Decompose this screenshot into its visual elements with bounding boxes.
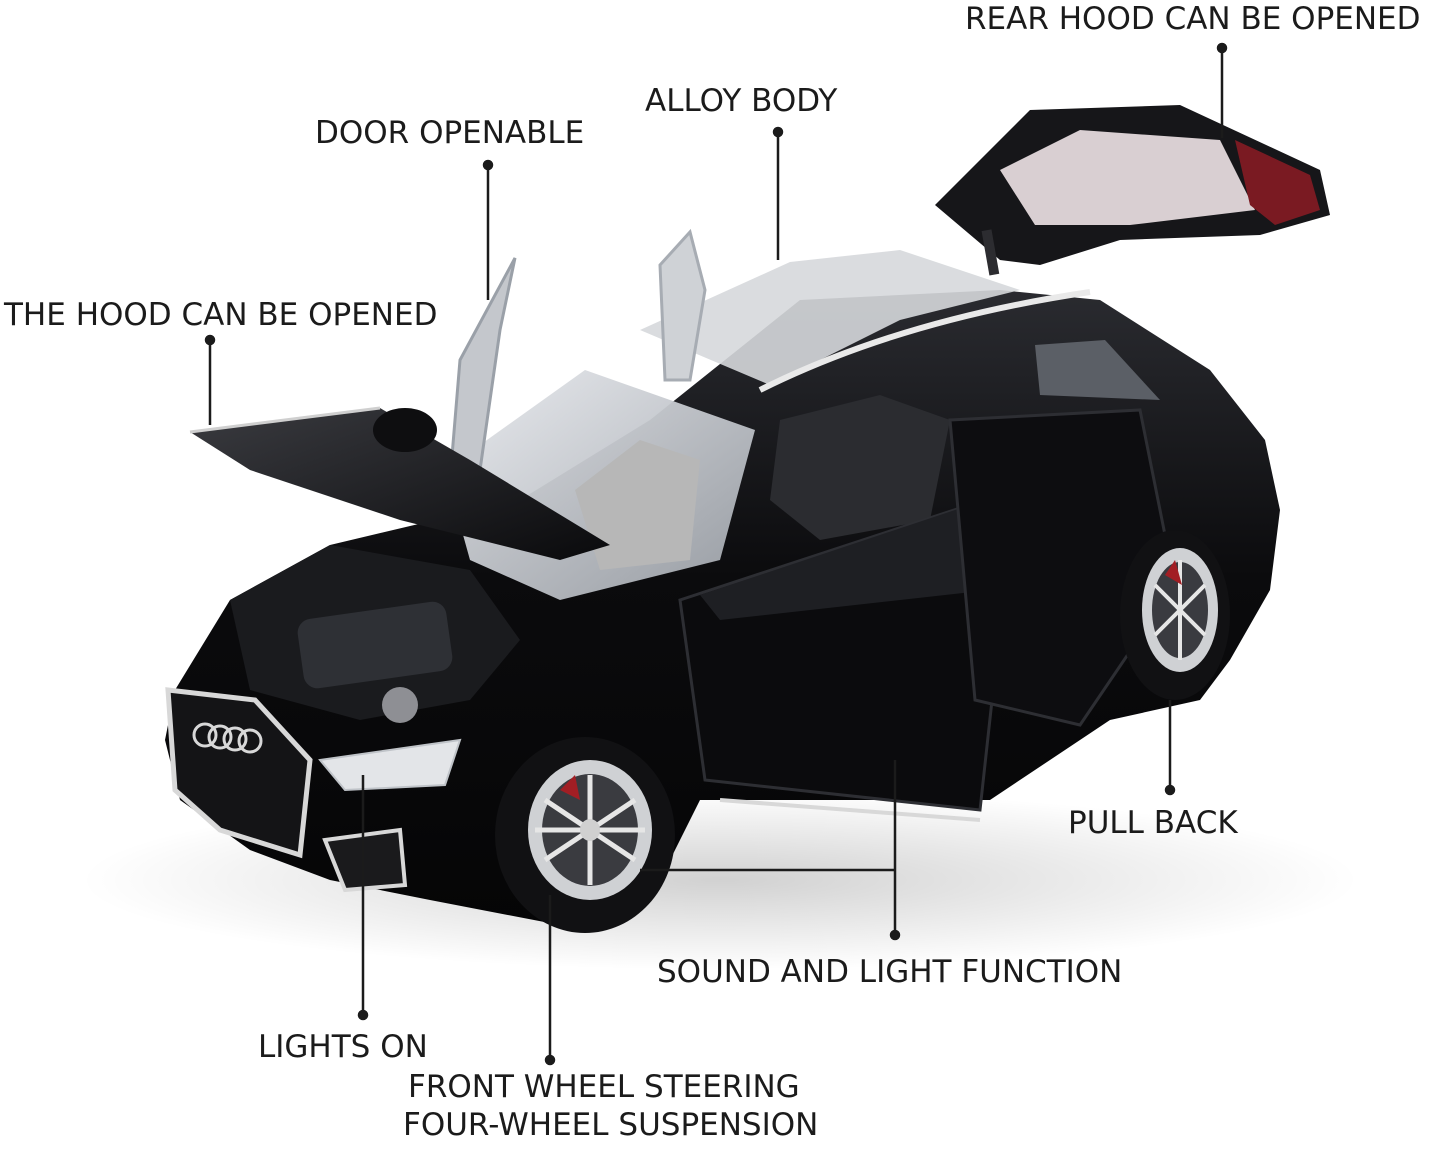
headlight (318, 738, 462, 792)
label-steering-line2: FOUR-WHEEL SUSPENSION (403, 1107, 819, 1143)
front-grille (165, 687, 313, 859)
front-wheel (495, 737, 675, 933)
door-window-frame (700, 495, 1000, 620)
sunroof (640, 250, 1020, 385)
rear-hood-strut (981, 229, 1000, 276)
label-alloy-body: ALLOY BODY (645, 83, 838, 119)
dot-rear-hood (1216, 42, 1228, 54)
taillight (1235, 140, 1320, 225)
label-pull-back: PULL BACK (1068, 805, 1238, 841)
side-mirror (373, 408, 437, 452)
dot-lights-on (357, 1009, 369, 1021)
label-hood-open: THE HOOD CAN BE OPENED (4, 297, 438, 333)
label-door-openable: DOOR OPENABLE (315, 115, 585, 151)
label-rear-hood: REAR HOOD CAN BE OPENED (965, 1, 1421, 37)
fluid-cap (382, 687, 418, 723)
roof-rail (758, 289, 1091, 393)
interior-seats (575, 440, 700, 570)
dot-alloy-body (772, 126, 784, 138)
hood-edge (189, 406, 381, 434)
hood-open (190, 408, 610, 560)
dot-pull-back (1164, 784, 1176, 796)
rear-window (1000, 130, 1255, 225)
dot-sound-light (889, 929, 901, 941)
engine-cover (297, 601, 453, 689)
dot-steering (544, 1054, 556, 1066)
label-lights-on: LIGHTS ON (258, 1029, 428, 1065)
label-sound-light: SOUND AND LIGHT FUNCTION (657, 954, 1123, 990)
dot-hood (204, 334, 216, 346)
rear-interior (770, 395, 950, 540)
audi-rings-logo (192, 722, 263, 754)
dot-door-openable (482, 159, 494, 171)
label-steering-line1: FRONT WHEEL STEERING (408, 1069, 800, 1105)
front-right-door-open (658, 228, 707, 382)
side-trim (719, 798, 981, 822)
fog-light (322, 827, 408, 893)
rear-wheel (1120, 530, 1230, 700)
rear-side-window (1035, 340, 1160, 400)
